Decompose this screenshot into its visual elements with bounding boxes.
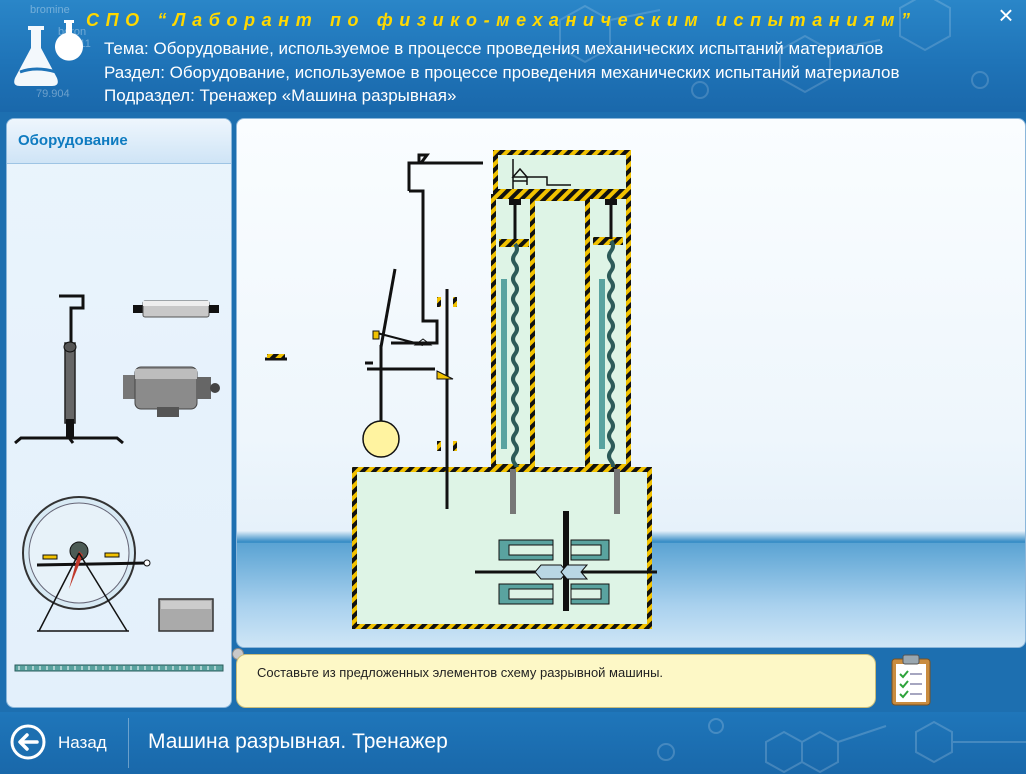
machine-columns xyxy=(491,194,631,499)
screen-title: Машина разрывная. Тренажер xyxy=(148,730,448,753)
dial-gauge-icon[interactable] xyxy=(22,496,151,632)
lever-linkage xyxy=(265,153,483,509)
topic-line: Тема: Оборудование, используемое в проце… xyxy=(104,39,884,58)
instruction-panel: Составьте из предложенных элементов схем… xyxy=(236,654,876,708)
back-button-label: Назад xyxy=(58,733,107,752)
header-bar: bromine boron 10.811 79.904 СПО “Лаборан… xyxy=(0,0,1026,112)
molecule-decoration-icon xyxy=(559,0,989,99)
close-button[interactable]: × xyxy=(998,0,1014,30)
weight-block-icon[interactable] xyxy=(158,598,214,632)
back-button[interactable]: Назад xyxy=(0,712,125,774)
app-title: СПО “Лаборант по физико-механическим исп… xyxy=(86,10,917,30)
workspace-canvas[interactable] xyxy=(236,118,1026,648)
equipment-palette xyxy=(14,294,224,672)
cylinder-icon[interactable] xyxy=(133,300,219,318)
clipboard-checklist-icon[interactable] xyxy=(890,654,932,706)
upper-crosshead xyxy=(493,150,631,194)
equipment-panel: Оборудование xyxy=(6,118,232,708)
flask-logo-icon xyxy=(14,20,83,86)
instruction-text: Составьте из предложенных элементов схем… xyxy=(257,665,664,680)
section-line: Раздел: Оборудование, используемое в про… xyxy=(104,63,900,82)
footer-bar: Назад Машина разрывная. Тренажер xyxy=(0,712,1026,774)
rack-icon[interactable] xyxy=(14,664,224,672)
machine-base xyxy=(352,467,657,629)
equipment-panel-header xyxy=(7,119,231,164)
subsection-line: Подраздел: Тренажер «Машина разрывная» xyxy=(104,86,457,105)
equipment-panel-title: Оборудование xyxy=(18,132,128,149)
molecule-decoration-icon xyxy=(657,718,1026,774)
lever-rod-icon[interactable] xyxy=(14,294,124,445)
specimen-grips xyxy=(475,511,657,611)
tensile-machine-scheme xyxy=(265,150,657,629)
arrow-left-icon xyxy=(10,724,46,760)
footer-divider xyxy=(128,718,129,768)
motor-icon[interactable] xyxy=(123,366,220,417)
